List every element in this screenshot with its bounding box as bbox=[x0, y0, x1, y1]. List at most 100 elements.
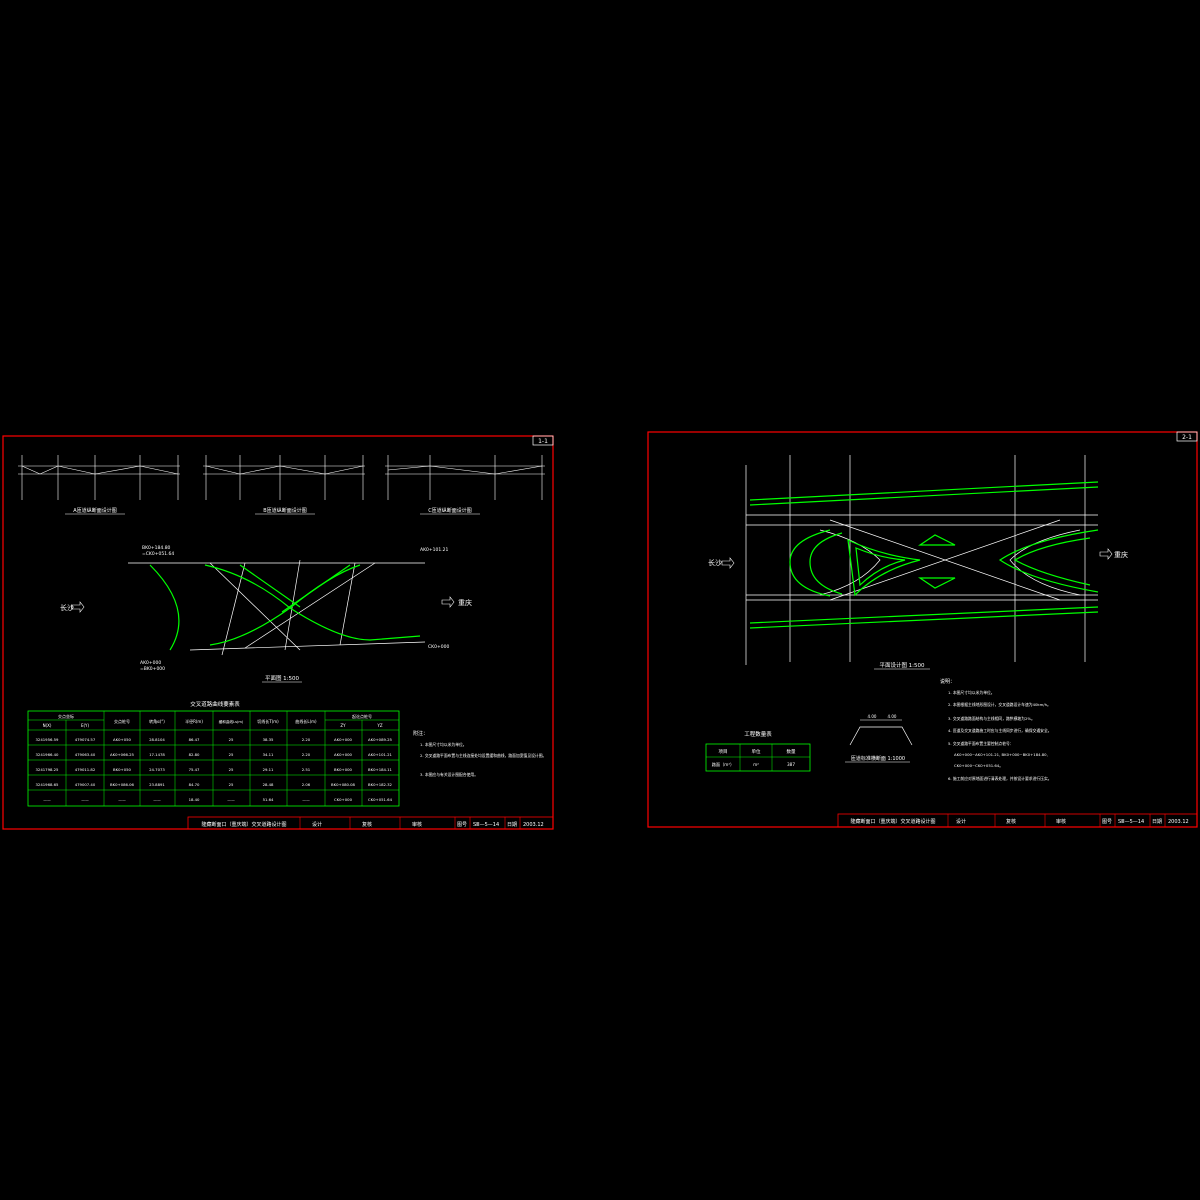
table-cell: BK0+182.32 bbox=[368, 782, 393, 787]
table-cell: —— bbox=[43, 797, 51, 802]
right-sheet-number-box bbox=[1176, 431, 1198, 442]
quantity-header: 数量 bbox=[787, 748, 796, 755]
road-edge-bottom bbox=[189, 641, 426, 651]
table-cell: 3241956.59 bbox=[36, 737, 60, 742]
quantity-header: 单位 bbox=[752, 748, 761, 755]
right-notes-title: 说明： bbox=[940, 678, 955, 685]
right-note: 6. 施工前应对原地面进行清表处理，并按设计要求进行压实。 bbox=[948, 776, 1052, 781]
left-title-block: 隆藏断面口（重庆端）交叉道路设计图 设计 复核 审核 图号 SⅢ—5—14 日期… bbox=[187, 816, 554, 830]
right-title-block-title: 隆藏断面口（重庆端）交叉道路设计图 bbox=[850, 818, 935, 825]
left-notes-title: 附注： bbox=[413, 730, 428, 737]
right-note: 1. 本图尺寸均以米为单位。 bbox=[948, 690, 995, 695]
right-sheet-number: 2-1 bbox=[1182, 434, 1192, 441]
right-title-block-drawing-no: SⅢ—5—14 bbox=[1118, 819, 1144, 825]
table-cell: AK0+050 bbox=[113, 737, 132, 742]
station-bottom-left-2: =BK0+000 bbox=[140, 666, 165, 672]
profile-c bbox=[385, 455, 545, 515]
table-cell: 479007.40 bbox=[75, 782, 96, 787]
quantity-cell: m² bbox=[753, 762, 759, 767]
table-header: E(Y) bbox=[81, 723, 90, 728]
right-plan-to-left: 长沙 bbox=[708, 558, 722, 567]
table-cell: 23.8891 bbox=[149, 782, 165, 787]
profile-b-title: B匝道纵断面设计图 bbox=[263, 507, 306, 514]
table-cell: —— bbox=[81, 797, 89, 802]
quantity-cell: 路面（m²） bbox=[712, 761, 735, 768]
table-cell: —— bbox=[302, 797, 310, 802]
table-cell: 25 bbox=[229, 767, 234, 772]
left-title-block-title: 隆藏断面口（重庆端）交叉道路设计图 bbox=[201, 821, 286, 828]
right-title-block-date: 2003.12 bbox=[1168, 819, 1189, 825]
station-bottom-right: CK0+000 bbox=[428, 644, 449, 650]
table-cell: 18.40 bbox=[189, 797, 200, 802]
quantity-cell: 387 bbox=[787, 762, 795, 767]
table-cell: 25 bbox=[229, 782, 234, 787]
table-cell: 51.64 bbox=[263, 797, 274, 802]
table-cell: 34.11 bbox=[263, 752, 274, 757]
right-title-block-review: 审核 bbox=[1056, 818, 1066, 825]
table-header: 缓和曲线Ls(m) bbox=[219, 719, 244, 724]
table-cell: 2.20 bbox=[302, 737, 311, 742]
table-cell: AK0+000 bbox=[334, 752, 353, 757]
table-cell: AK0+089.25 bbox=[368, 737, 393, 742]
left-sheet-number: 1-1 bbox=[538, 438, 548, 445]
left-plan-to-right: 重庆 bbox=[458, 598, 472, 607]
right-road-edges bbox=[749, 481, 1099, 629]
table-cell: 2.20 bbox=[302, 752, 311, 757]
arrow-left-icon bbox=[721, 557, 735, 569]
right-title-block-drawing-no-label: 图号 bbox=[1102, 819, 1112, 825]
table-header: N(X) bbox=[43, 723, 52, 728]
table-header: YZ bbox=[376, 723, 382, 728]
table-header: ZY bbox=[340, 723, 346, 728]
right-note: AK0+000~AK0+101.21, BK0+000~BK0+184.80, bbox=[954, 752, 1048, 757]
right-note: 3. 交叉道路路面结构与主线相同，路拱横坡为2%。 bbox=[948, 716, 1035, 721]
left-plan-to-left: 长沙 bbox=[60, 603, 74, 612]
left-title-block-drawing-no: SⅢ—5—14 bbox=[473, 822, 499, 828]
quantity-table-title: 工程数量表 bbox=[744, 730, 772, 738]
arrow-left-icon bbox=[71, 601, 85, 613]
table-cell: 25 bbox=[229, 752, 234, 757]
table-cell: 3241968.65 bbox=[36, 782, 60, 787]
profile-c-title: C匝道纵断面设计图 bbox=[428, 507, 472, 514]
table-cell: 82.80 bbox=[189, 752, 200, 757]
table-cell: CK0+000 bbox=[334, 797, 353, 802]
profile-a bbox=[18, 455, 180, 515]
arrow-right-icon bbox=[1099, 548, 1113, 560]
table-cell: 28.48 bbox=[263, 782, 274, 787]
station-top-left-2: =CK0+051.64 bbox=[142, 551, 174, 557]
table-group-header: 交点坐标 bbox=[58, 713, 74, 719]
centerline-diagonal-2 bbox=[244, 562, 376, 649]
table-cell: 29.11 bbox=[263, 767, 274, 772]
table-cell: —— bbox=[153, 797, 161, 802]
table-cell: —— bbox=[227, 797, 235, 802]
table-cell: 25 bbox=[229, 737, 234, 742]
left-title-block-date: 2003.12 bbox=[523, 822, 544, 828]
station-top-left-1: BK0+184.80 bbox=[142, 545, 171, 551]
left-title-block-check: 复核 bbox=[362, 821, 372, 828]
left-title-block-drawing-no-label: 图号 bbox=[457, 822, 467, 828]
right-sheet: 2-1 bbox=[647, 431, 1198, 828]
left-title-block-date-label: 日期 bbox=[507, 822, 517, 828]
left-table-title: 交叉道路曲线要素表 bbox=[190, 700, 240, 708]
curve-table: 交点坐标 起讫点桩号 N(X) E(Y) 交点桩号 转角α(°) 半径R(m) … bbox=[27, 710, 400, 807]
left-title-block-review: 审核 bbox=[412, 821, 422, 828]
table-cell: 38.35 bbox=[263, 737, 274, 742]
table-cell: 24.7073 bbox=[149, 767, 165, 772]
quantity-header: 项目 bbox=[719, 749, 728, 755]
right-plan-title: 平面设计图 1:500 bbox=[879, 661, 925, 669]
table-cell: BK0+050 bbox=[113, 767, 132, 772]
table-group-header: 起讫点桩号 bbox=[352, 713, 372, 719]
station-bottom-left-1: AK0+000 bbox=[140, 660, 161, 666]
table-cell: CK0+051.64 bbox=[368, 797, 393, 802]
right-plan-to-right: 重庆 bbox=[1114, 550, 1128, 559]
section-width-right: 4.00 bbox=[888, 714, 897, 719]
cross-section-title: 匝道标准横断面 1:1000 bbox=[851, 755, 905, 762]
right-title-block: 隆藏断面口（重庆端）交叉道路设计图 设计 复核 审核 图号 SⅢ—5—14 日期… bbox=[837, 813, 1198, 828]
table-cell: 479063.40 bbox=[75, 752, 96, 757]
table-cell: —— bbox=[118, 797, 126, 802]
table-cell: AK0+101.21 bbox=[368, 752, 393, 757]
left-note: 1. 本图尺寸均以米为单位。 bbox=[420, 742, 467, 747]
table-cell: BK0+080.08 bbox=[331, 782, 356, 787]
table-header: 交点桩号 bbox=[114, 718, 130, 724]
